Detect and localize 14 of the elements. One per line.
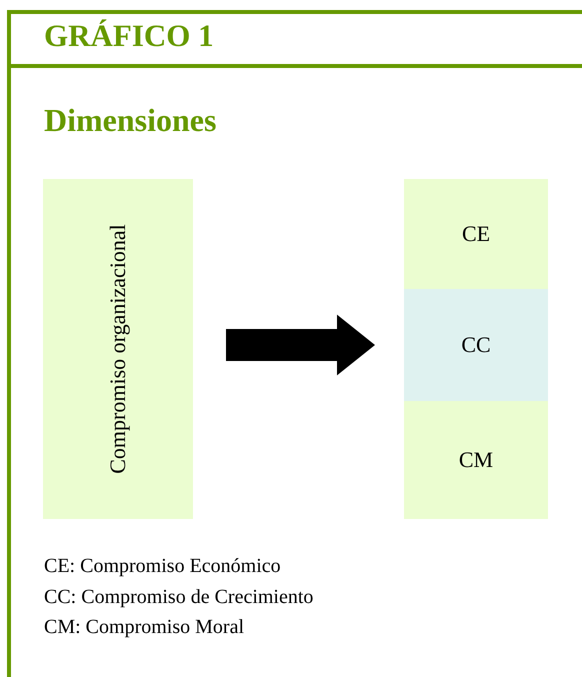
box-label: CM [458, 447, 494, 473]
figure-title: GRÁFICO 1 [44, 18, 214, 54]
block-arrow [226, 314, 375, 376]
box-label: Compromiso organizacional [105, 224, 131, 474]
legend-text: CE: Compromiso Económico [44, 555, 281, 578]
legend-text: CC: Compromiso de Crecimiento [44, 586, 314, 609]
category-box [404, 179, 548, 289]
box-label: CC [461, 332, 491, 358]
legend-text: CM: Compromiso Moral [44, 616, 244, 639]
category-box [43, 179, 193, 519]
box-label: CE [462, 221, 490, 247]
section-heading: Dimensiones [44, 102, 216, 139]
category-box [404, 401, 548, 519]
category-box [404, 289, 548, 401]
